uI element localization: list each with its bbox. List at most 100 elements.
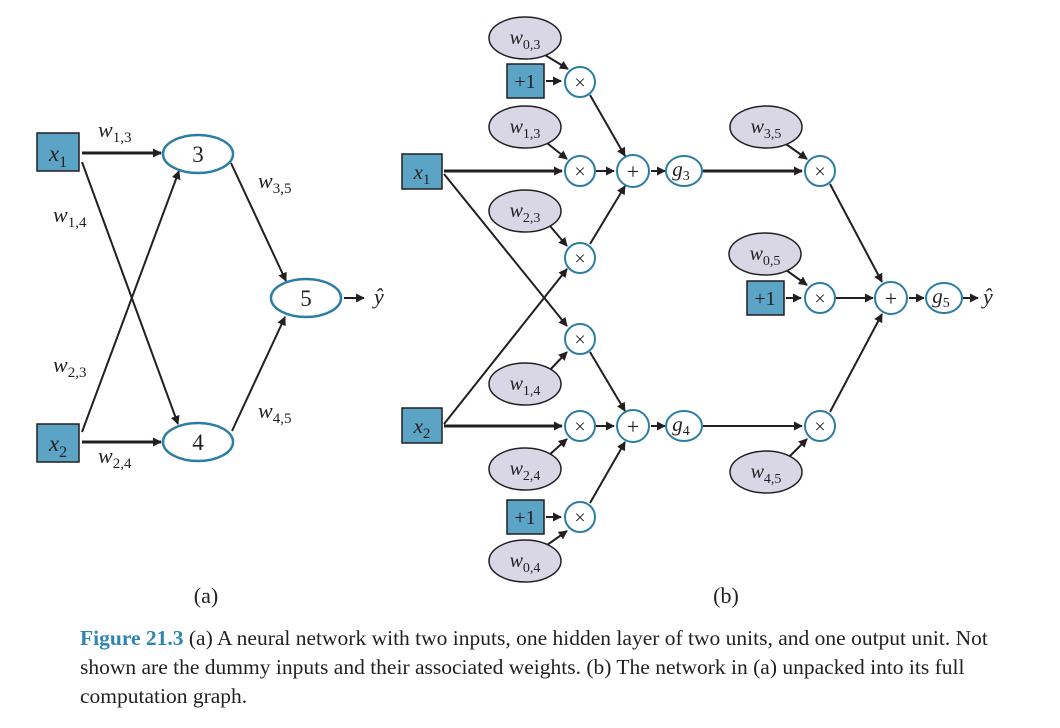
svg-text:×: × bbox=[814, 416, 825, 438]
svg-text:×: × bbox=[574, 416, 585, 438]
multiply-nodes: × × × × × × × × × bbox=[564, 66, 836, 533]
unit-3-label: 3 bbox=[192, 142, 204, 167]
weight-w24-a: w2,4 bbox=[98, 443, 132, 472]
svg-text:x1: x1 bbox=[48, 141, 67, 171]
svg-text:w0,4: w0,4 bbox=[510, 550, 541, 576]
activation-g3: g3 bbox=[665, 155, 703, 187]
multiply-node-m5: × bbox=[564, 410, 596, 442]
svg-text:w2,3: w2,3 bbox=[510, 200, 541, 226]
unit-4: 4 bbox=[161, 421, 235, 463]
weight-w45-b: w4,5 bbox=[729, 450, 803, 494]
edge-x2-m3 bbox=[443, 268, 568, 425]
bias-box-5: +1 bbox=[746, 280, 785, 316]
edge-u4-u5 bbox=[231, 316, 286, 432]
svg-text:×: × bbox=[814, 161, 825, 183]
sum-nodes: + + + bbox=[616, 154, 908, 443]
svg-text:×: × bbox=[574, 161, 585, 183]
activation-g4: g4 bbox=[665, 410, 703, 442]
svg-text:×: × bbox=[574, 72, 585, 94]
multiply-node-m35: × bbox=[804, 155, 836, 187]
edge-m35-s5 bbox=[829, 183, 883, 283]
edge-m3-s3 bbox=[589, 185, 626, 245]
weight-w24-b: w2,4 bbox=[488, 447, 562, 491]
edge-w03-m0 bbox=[544, 54, 569, 70]
edge-x1-u4 bbox=[81, 161, 180, 425]
svg-text:×: × bbox=[574, 329, 585, 351]
unit-3: 3 bbox=[161, 133, 235, 175]
svg-text:×: × bbox=[574, 507, 585, 529]
svg-text:x2: x2 bbox=[413, 414, 431, 442]
svg-text:×: × bbox=[574, 248, 585, 270]
edge-x2-u3 bbox=[81, 170, 181, 433]
edge-m4-s4 bbox=[589, 351, 626, 412]
unit-4-label: 4 bbox=[192, 430, 204, 455]
weight-w45-a: w4,5 bbox=[258, 398, 291, 427]
weight-w23-a: w2,3 bbox=[53, 352, 86, 381]
figure-caption: Figure 21.3 (a) A neural network with tw… bbox=[80, 624, 990, 711]
svg-text:w0,3: w0,3 bbox=[510, 27, 541, 53]
input-x1-var: x bbox=[48, 141, 60, 166]
multiply-node-m0: × bbox=[564, 66, 596, 98]
input-x2-sub: 2 bbox=[59, 444, 67, 461]
svg-text:x2: x2 bbox=[48, 431, 67, 461]
panel-a bbox=[81, 148, 365, 447]
svg-text:+: + bbox=[885, 286, 897, 311]
svg-text:w4,5: w4,5 bbox=[751, 461, 782, 487]
panel-b-edges bbox=[443, 54, 979, 546]
edge-m6-s4 bbox=[589, 441, 626, 504]
svg-text:w1,3: w1,3 bbox=[510, 116, 541, 142]
unit-5-label: 5 bbox=[300, 286, 312, 311]
svg-text:w0,5: w0,5 bbox=[750, 243, 781, 269]
weight-nodes-b: w0,3 w1,3 w2,3 w1,4 w2,4 w0,4 w3,5 w0,5 … bbox=[488, 16, 803, 583]
svg-text:w2,4: w2,4 bbox=[510, 458, 541, 484]
edge-u3-u5 bbox=[230, 162, 287, 282]
multiply-node-m45: × bbox=[804, 410, 836, 442]
sum-node-3: + bbox=[616, 154, 650, 188]
activation-g5: g5 bbox=[925, 282, 963, 314]
svg-text:+1: +1 bbox=[754, 288, 775, 310]
weight-w04-b: w0,4 bbox=[488, 539, 562, 583]
input-x2-b: x2 bbox=[401, 407, 443, 444]
multiply-node-m6: × bbox=[564, 501, 596, 533]
bias-box-4: +1 bbox=[506, 499, 545, 535]
weight-w05-b: w0,5 bbox=[728, 232, 802, 276]
multiply-node-m1: × bbox=[564, 155, 596, 187]
sum-node-4: + bbox=[616, 409, 650, 443]
input-x1-sub: 1 bbox=[59, 154, 67, 171]
weight-w13-b: w1,3 bbox=[488, 105, 562, 149]
input-x2-var: x bbox=[48, 431, 60, 456]
bias-box-3: +1 bbox=[506, 63, 545, 99]
svg-text:+1: +1 bbox=[514, 507, 535, 529]
edge-w04-m6 bbox=[546, 530, 568, 546]
panel-b-label: (b) bbox=[713, 583, 739, 608]
svg-text:+: + bbox=[627, 159, 639, 184]
edge-m0-s3 bbox=[589, 94, 626, 157]
multiply-node-m4: × bbox=[564, 323, 596, 355]
weight-w13-a: w1,3 bbox=[98, 117, 131, 146]
edge-w45-m45 bbox=[789, 438, 808, 457]
svg-text:+1: +1 bbox=[514, 71, 535, 93]
weight-w35-a: w3,5 bbox=[258, 168, 291, 197]
output-yhat-a: ŷ bbox=[372, 284, 384, 309]
multiply-node-m3: × bbox=[564, 242, 596, 274]
edge-m45-s5 bbox=[829, 313, 883, 413]
weight-w14-a: w1,4 bbox=[53, 202, 87, 231]
output-yhat-b: ŷ bbox=[981, 284, 993, 309]
weight-w23-b: w2,3 bbox=[488, 189, 562, 233]
svg-text:w3,5: w3,5 bbox=[751, 116, 782, 142]
svg-text:g3: g3 bbox=[672, 157, 690, 184]
edge-w13-m1 bbox=[546, 142, 568, 160]
panel-a-label: (a) bbox=[194, 583, 218, 608]
edge-w05-m05 bbox=[785, 269, 808, 286]
figure-label: Figure 21.3 bbox=[80, 626, 184, 650]
edge-x1-m4 bbox=[443, 173, 568, 327]
caption-text: (a) A neural network with two inputs, on… bbox=[80, 626, 988, 708]
svg-text:g5: g5 bbox=[932, 284, 950, 311]
input-x1-b: x1 bbox=[401, 153, 443, 190]
unit-5: 5 bbox=[269, 277, 343, 319]
edge-w14-m4 bbox=[547, 351, 568, 373]
input-x1: x1 bbox=[36, 132, 80, 172]
edge-w23-m3 bbox=[549, 225, 568, 247]
svg-text:×: × bbox=[814, 288, 825, 310]
weight-labels-a: w1,3 w1,4 w2,3 w2,4 w3,5 w4,5 bbox=[53, 117, 291, 472]
